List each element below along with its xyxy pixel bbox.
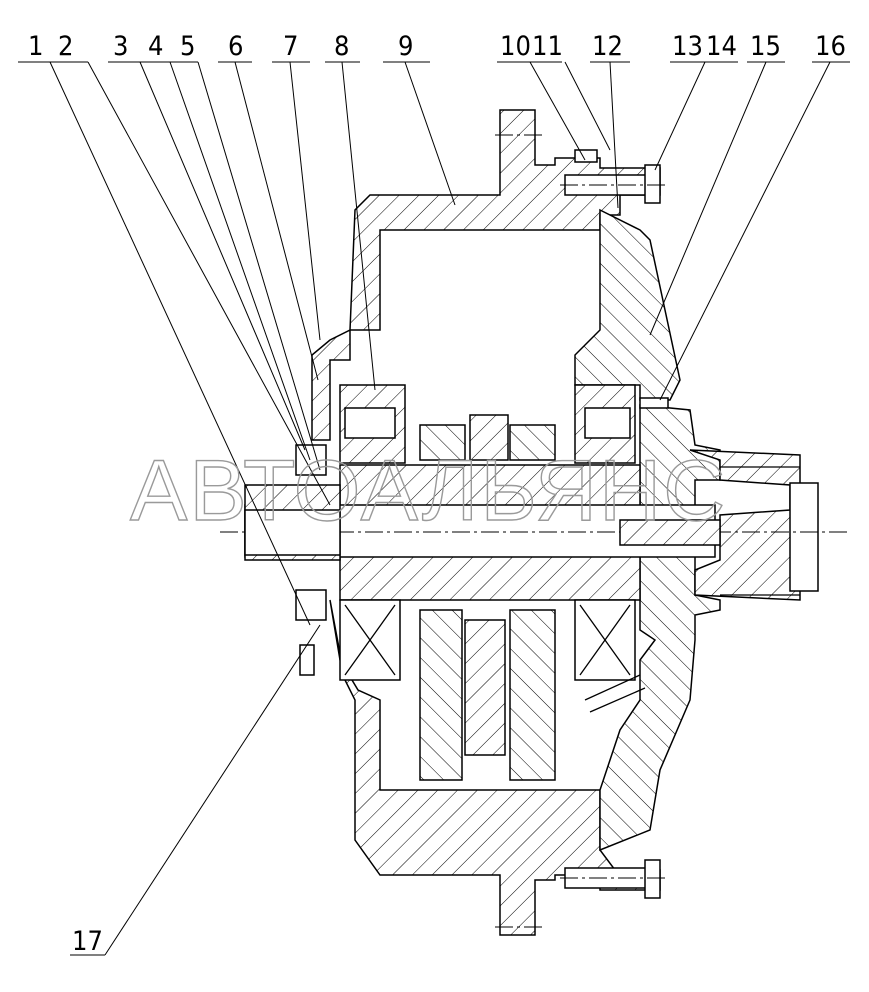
callout-17: 17 (72, 926, 103, 957)
callout-1: 1 (28, 31, 43, 62)
callout-9: 9 (398, 31, 413, 62)
callout-14: 14 (706, 31, 737, 62)
callout-numbers: 1 2 3 4 5 6 7 8 9 10 11 12 13 14 15 16 1… (28, 31, 846, 957)
center-lines (495, 134, 665, 928)
leader-lines (18, 61, 850, 956)
screw-16 (639, 397, 669, 409)
callout-11: 11 (532, 31, 563, 62)
callout-4: 4 (148, 31, 163, 62)
oil-channel (584, 674, 646, 713)
callout-13: 13 (672, 31, 703, 62)
callout-6: 6 (228, 31, 243, 62)
callout-2: 2 (58, 31, 73, 62)
input-shaft (244, 484, 341, 561)
callout-8: 8 (334, 31, 349, 62)
lower-bearing-right (574, 599, 636, 681)
callout-15: 15 (750, 31, 781, 62)
callout-7: 7 (283, 31, 298, 62)
lower-gears (419, 609, 556, 781)
upper-gears (419, 414, 556, 461)
bolt-bottom (564, 859, 661, 899)
callout-10: 10 (500, 31, 531, 62)
bearing-ring-right (574, 384, 636, 464)
callout-3: 3 (113, 31, 128, 62)
lower-bearing-left (339, 599, 401, 681)
callout-5: 5 (180, 31, 195, 62)
watermark-text: АВТОАЛЬЯНС (130, 443, 727, 539)
callout-16: 16 (815, 31, 846, 62)
output-flange (689, 449, 819, 601)
callout-12: 12 (592, 31, 623, 62)
bolt-top (564, 149, 661, 204)
bearing-ring-left (339, 384, 406, 464)
